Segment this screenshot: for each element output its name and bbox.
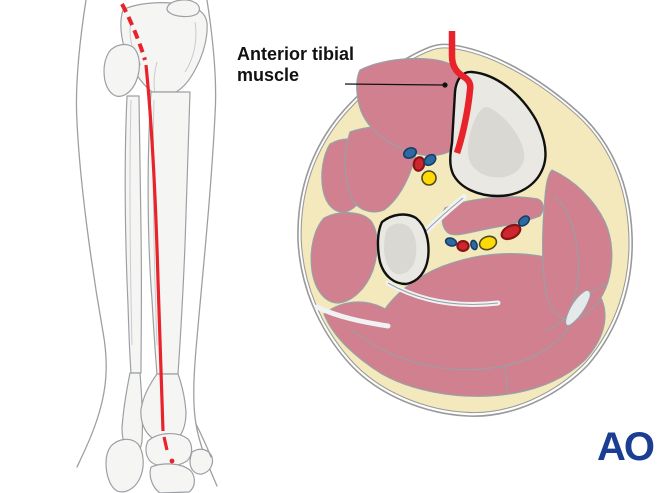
nerve [421,170,437,186]
leg-outline-right [193,0,218,487]
fascia-line-short [504,364,509,395]
fibula-contour-line [129,99,133,346]
talus [145,433,193,467]
anterior-tibial-muscle-label: Anterior tibial muscle [237,44,355,85]
tibia-crest-line [152,99,158,346]
soleus-fascia-curve [351,321,574,371]
ankle-contour [195,423,212,458]
leg-outline-left [75,0,107,468]
artery [456,240,470,253]
cross-section-illustration [297,31,633,417]
leg-anterior-view-illustration [75,0,218,493]
navicular [149,463,195,493]
fascia-line-right [552,195,580,313]
tibia-bone-core [467,106,525,178]
superficial-posterior-muscles [323,253,606,397]
deep-posterior-muscles [441,196,544,236]
anterior-tibial-muscle [356,57,461,157]
incision-line-cross-section [448,31,474,155]
artery [500,223,522,241]
calcaneus [105,438,144,493]
tibial-plateau-bump [166,0,200,18]
artery [412,156,426,172]
cuboid [189,448,214,475]
posterior-neurovascular-bundle [444,215,531,253]
fascia-line-below-fibula [387,282,499,306]
incision-line-dashed-distal [162,436,169,451]
tuberosity-contour [153,61,158,93]
vein [470,239,478,251]
incision-end-dot [169,458,175,464]
condyle-contour [184,21,197,73]
fibula-bone-core [384,223,417,275]
vein [423,153,437,167]
plantaris-tendon [565,289,591,326]
vein [444,237,458,247]
incision-line-dashed-proximal [120,3,147,61]
peroneal-muscle-lower [310,212,378,304]
label-pointer-dot [442,82,448,88]
ao-logo: AO [597,425,655,469]
anterior-neurovascular-bundle [402,147,437,186]
fibula-head [103,43,140,97]
vein [402,147,418,159]
fibula-shaft [124,95,143,374]
label-pointer-line [344,83,444,86]
interosseous-line [423,197,464,234]
lateral-fascia-gap [314,304,391,329]
incision-line-solid [144,64,165,432]
vein [517,215,531,227]
nerve [478,235,498,251]
